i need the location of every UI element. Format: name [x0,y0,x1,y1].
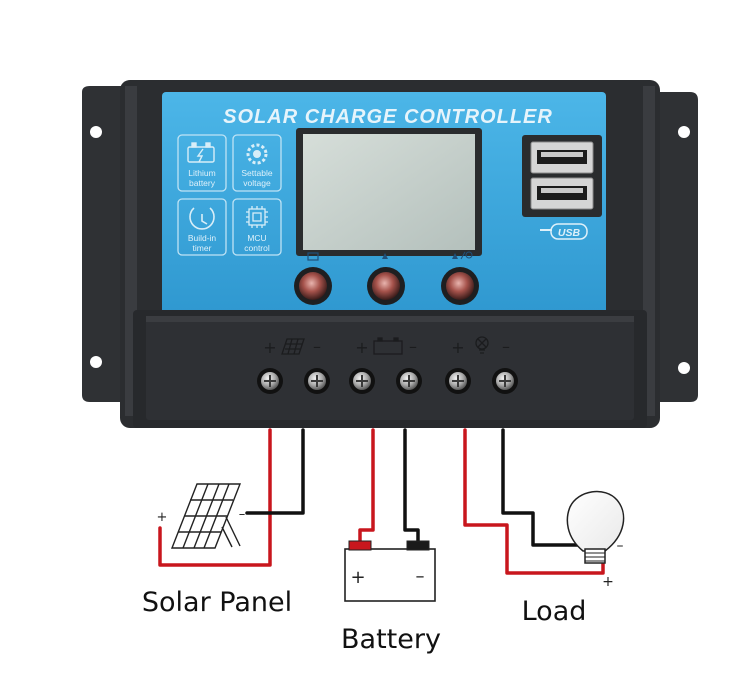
battery-label: Battery [341,624,441,655]
menu-button[interactable] [294,252,332,305]
mount-hole-bottom-left [90,356,102,368]
bulb-icon [475,336,489,354]
load-label: Load [522,596,587,627]
battery-illustration: + – [344,540,436,602]
down-load-button[interactable] [441,251,479,305]
wire-load-negative [501,428,587,547]
terminal-screw-load-plus[interactable] [445,368,471,394]
up-triangle-bulb-icon [452,251,473,260]
feature-label-line1: MCU [247,233,266,243]
feature-label-line1: Settable [241,168,272,178]
terminal-label-battery: + – [355,337,417,357]
feature-label-line2: control [244,243,270,253]
feature-label-line2: timer [193,243,212,253]
feature-badge-lithium-battery: Lithium battery [177,134,227,192]
battery-plus-label: + [350,567,365,588]
solar-panel-icon [281,338,305,355]
wire-solar-positive [158,428,272,567]
battery-bolt-icon [187,142,215,163]
solar-plus-label: + [157,510,168,525]
solar-panel-illustration: + – [157,483,246,549]
terminal-label-load: + – [451,336,510,357]
svg-text:+: + [355,338,368,357]
feature-label-line2: voltage [243,178,271,188]
wiring [158,428,605,575]
load-plus-label: + [602,574,614,590]
clock-icon [189,207,215,230]
load-minus-label: – [617,538,624,554]
svg-text:–: – [313,337,321,356]
terminal-block [133,310,647,428]
battery-minus-label: – [416,566,425,587]
panel-title: SOLAR CHARGE CONTROLLER [223,106,553,128]
solar-panel-label: Solar Panel [142,587,292,618]
screen-icon [307,252,319,261]
wire-battery-negative [403,428,420,544]
feature-badge-build-in-timer: Build-in timer [177,198,227,256]
svg-text:+: + [263,338,276,357]
svg-text:–: – [409,337,417,356]
feature-badge-settable-voltage: Settable voltage [232,134,282,192]
terminal-screw-battery-plus[interactable] [349,368,375,394]
up-button[interactable] [367,253,405,305]
terminal-screw-load-minus[interactable] [492,368,518,394]
lcd-screen [296,128,482,256]
mount-hole-bottom-right [678,362,690,374]
battery-icon [373,337,403,355]
up-triangle-icon [382,253,388,259]
chip-icon [246,206,268,228]
control-panel-face: SOLAR CHARGE CONTROLLER Lithium battery … [162,92,606,314]
mount-hole-top-left [90,126,102,138]
feature-label-line2: battery [189,178,216,188]
usb-logo: USB [540,223,588,240]
terminal-label-solar: + – [263,337,321,357]
wire-solar-negative [245,428,305,515]
mount-hole-top-right [678,126,690,138]
usb-label: USB [558,227,581,239]
usb-ports[interactable] [522,135,602,217]
svg-text:–: – [502,337,510,356]
feature-badge-mcu-control: MCU control [232,198,282,256]
terminal-screw-solar-plus[interactable] [257,368,283,394]
terminal-screw-battery-minus[interactable] [396,368,422,394]
feature-label-line1: Lithium [188,168,215,178]
svg-text:+: + [451,338,464,357]
wire-battery-positive [358,428,375,544]
terminal-screw-solar-minus[interactable] [304,368,330,394]
load-bulb-illustration: – + [566,490,625,590]
feature-label-line1: Build-in [188,233,217,243]
gear-icon [246,143,268,165]
wire-load-positive [463,428,605,575]
solar-minus-label: – [239,507,246,522]
